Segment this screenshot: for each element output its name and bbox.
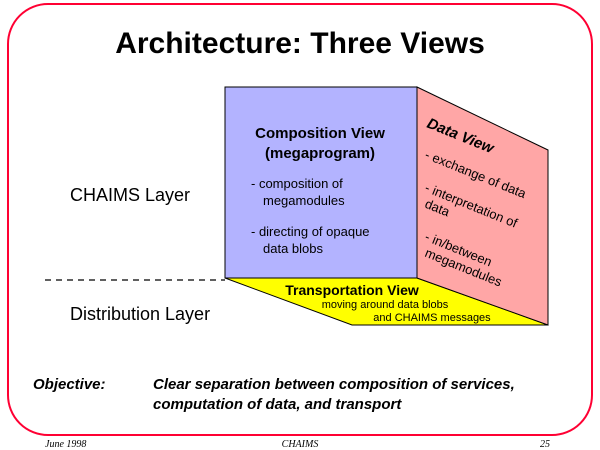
chaims-layer-label: CHAIMS Layer <box>70 185 190 205</box>
distribution-layer-label: Distribution Layer <box>70 304 210 324</box>
composition-view-subtitle: (megaprogram) <box>265 145 375 162</box>
transport-view-title: Transportation View <box>285 282 419 298</box>
composition-view-title: Composition View <box>255 125 385 142</box>
composition-item: data blobs <box>263 241 323 256</box>
footer-center: CHAIMS <box>282 439 319 450</box>
objective-text: computation of data, and transport <box>153 396 402 413</box>
transport-view-line: and CHAIMS messages <box>373 312 491 324</box>
composition-item: megamodules <box>263 193 345 208</box>
transport-view-line: moving around data blobs <box>322 299 449 311</box>
objective-label: Objective: <box>33 376 106 393</box>
objective-text: Clear separation between composition of … <box>153 376 515 393</box>
composition-item: - directing of opaque <box>251 224 370 239</box>
composition-view-face <box>224 86 418 279</box>
slide-title: Architecture: Three Views <box>115 27 485 60</box>
footer-date: June 1998 <box>45 439 86 450</box>
composition-item: - composition of <box>251 176 343 191</box>
footer-page-number: 25 <box>540 439 550 450</box>
